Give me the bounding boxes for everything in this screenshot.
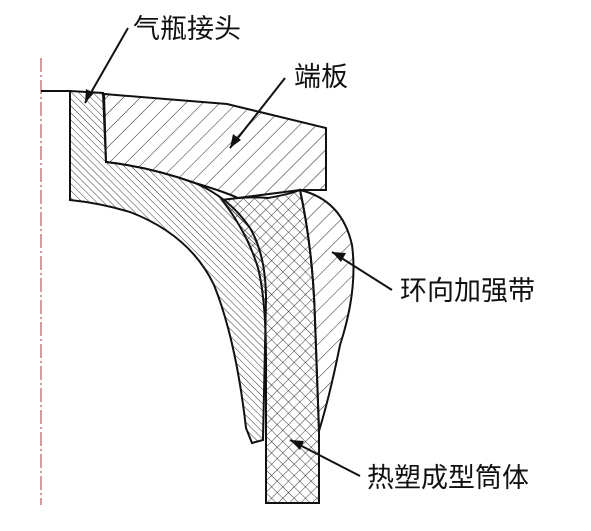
leader-cylinder-arrow [290, 440, 304, 450]
label-end-plate: 端板 [294, 62, 348, 93]
label-thermoplastic-cylinder: 热塑成型筒体 [367, 463, 529, 494]
cylinder-connector-section [69, 89, 268, 445]
leader-connector-arrow [85, 89, 94, 103]
leader-connector [84, 27, 129, 104]
label-hoop-band: 环向加强带 [400, 276, 535, 307]
leader-hoop-band-arrow [332, 252, 346, 262]
leader-end-plate [229, 77, 286, 149]
label-cylinder-connector: 气瓶接头 [133, 14, 241, 45]
leader-end-plate-arrow [230, 134, 241, 148]
